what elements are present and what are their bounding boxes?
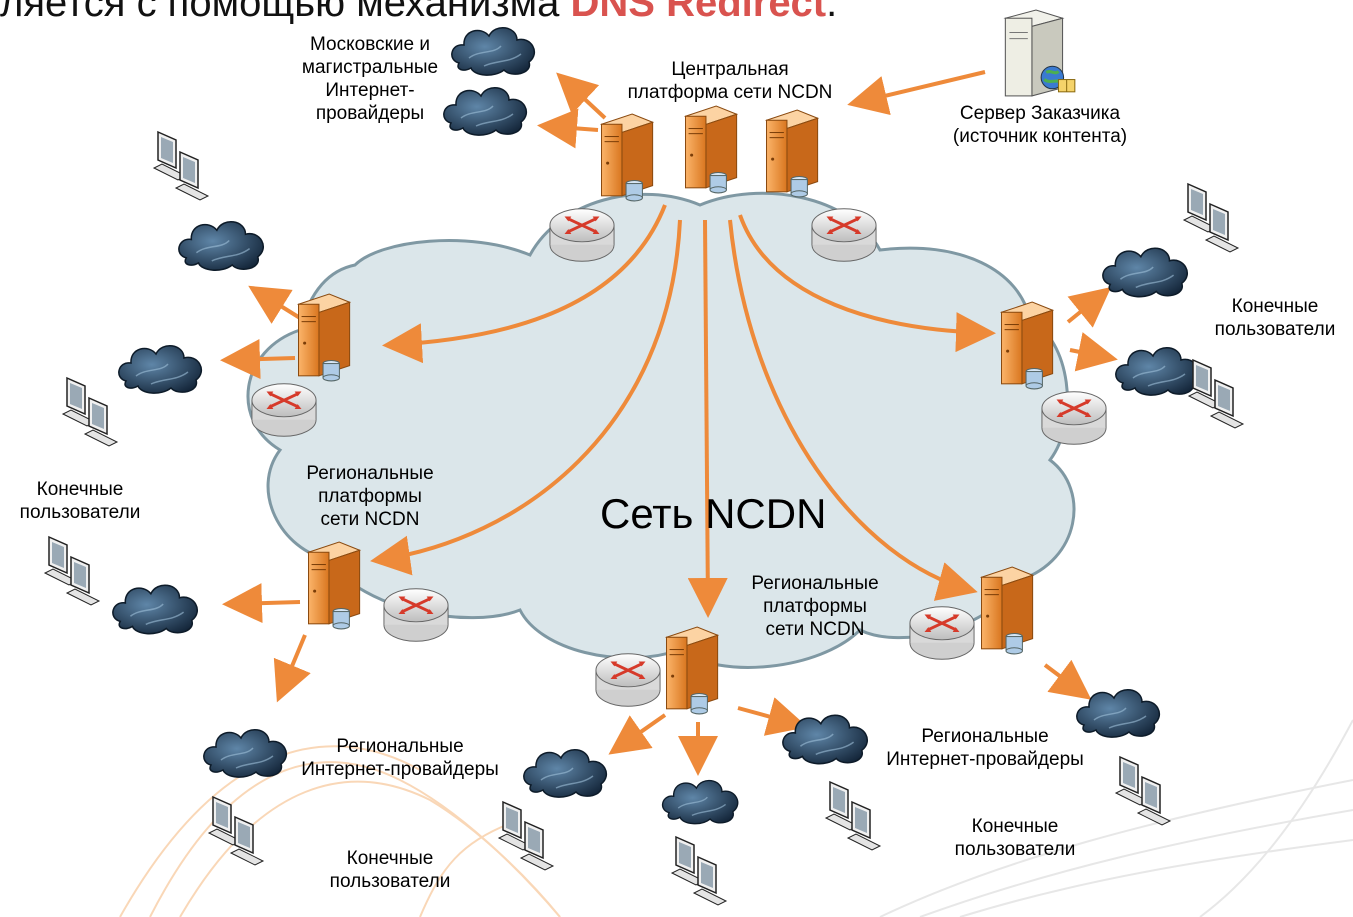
arrow-to-bottom-platform xyxy=(687,219,728,618)
isp-cloud-b-1 xyxy=(523,748,608,798)
label-regional-isp-right: Региональные Интернет-провайдеры xyxy=(886,726,1084,770)
heading-highlight: DNS Redirect xyxy=(570,0,827,25)
arrow-to-bottom-right-platform xyxy=(728,219,978,601)
isp-cloud-left-1 xyxy=(178,220,265,272)
pc-top-left xyxy=(153,131,209,201)
label-end-users-bottom-left: Конечные пользователи xyxy=(329,848,451,892)
pc-left xyxy=(62,377,118,447)
label-regional-isp-left: Региональные Интернет-провайдеры xyxy=(301,736,499,780)
label-end-users-left: Конечные пользователи xyxy=(19,479,141,523)
arrow-right-2 xyxy=(1069,332,1118,372)
pc-bottom-3 xyxy=(825,781,881,851)
label-central-platform: Центральная платформа сети NCDN xyxy=(627,59,833,103)
server-left xyxy=(297,293,351,382)
arrow-b-1 xyxy=(608,713,667,755)
arrow-to-moscow-isp-1 xyxy=(556,72,607,120)
arrow-bl-2 xyxy=(273,634,311,703)
slide-heading: ляется с помощью механизма DNS Redirect. xyxy=(0,0,837,26)
decorative-swirls-right xyxy=(879,719,1353,917)
arrow-left-2 xyxy=(220,339,296,380)
arrow-left-1 xyxy=(248,285,302,324)
customer-server-icon xyxy=(1003,8,1077,98)
isp-cloud-bl xyxy=(112,584,199,635)
moscow-isp-cloud-2 xyxy=(443,86,528,136)
isp-cloud-right-2 xyxy=(1115,346,1200,396)
router-central-left xyxy=(548,207,616,263)
ncdn-network-cloud xyxy=(246,191,1076,669)
arrow-to-bottom-left-platform xyxy=(370,219,682,576)
router-bl xyxy=(382,587,450,643)
router-left xyxy=(250,382,318,438)
isp-cloud-b-2 xyxy=(661,779,739,825)
server-br xyxy=(980,566,1034,655)
label-customer-server: Сервер Заказчика (источник контента) xyxy=(952,103,1128,147)
arrow-from-customer xyxy=(847,70,986,116)
arrow-bl-1 xyxy=(222,583,301,624)
label-regional-platforms-left: Региональные платформы сети NCDN xyxy=(306,463,434,530)
server-central-1 xyxy=(600,113,654,202)
isp-cloud-right-1 xyxy=(1102,247,1189,298)
pc-mid-left xyxy=(44,536,100,606)
server-central-3 xyxy=(765,109,819,198)
router-right xyxy=(1040,390,1108,446)
pc-right-1 xyxy=(1183,183,1239,253)
arrow-b-3 xyxy=(737,697,808,736)
isp-cloud-bl-2 xyxy=(203,728,288,778)
arrow-to-moscow-isp-2 xyxy=(537,108,599,149)
server-bottom xyxy=(665,626,719,715)
label-moscow-isp: Московские и магистральные Интернет- про… xyxy=(301,34,439,124)
pc-right-2 xyxy=(1188,359,1244,429)
router-central-right xyxy=(810,207,878,263)
label-end-users-bottom-right: Конечные пользователи xyxy=(954,816,1076,860)
pc-bottom-left xyxy=(208,796,264,866)
arrow-right-1 xyxy=(1066,286,1112,328)
distribution-arrows xyxy=(220,70,1118,776)
isp-cloud-left-2 xyxy=(118,344,203,394)
server-central-2 xyxy=(684,105,738,194)
arrow-to-left-platform xyxy=(382,204,667,364)
moscow-isp-cloud-1 xyxy=(451,26,536,76)
router-br xyxy=(908,605,976,661)
network-label: Сеть NCDN xyxy=(600,490,827,537)
arrow-br-1 xyxy=(1043,659,1092,700)
router-bottom xyxy=(594,652,662,708)
server-right xyxy=(1000,301,1054,390)
pc-bottom-2 xyxy=(671,836,727,906)
pc-bottom-right xyxy=(1115,756,1171,826)
label-regional-platforms-bottom: Региональные платформы сети NCDN xyxy=(751,573,879,640)
server-bl xyxy=(307,541,361,630)
label-end-users-right: Конечные пользователи xyxy=(1214,296,1336,340)
arrow-to-right-platform xyxy=(738,214,996,353)
